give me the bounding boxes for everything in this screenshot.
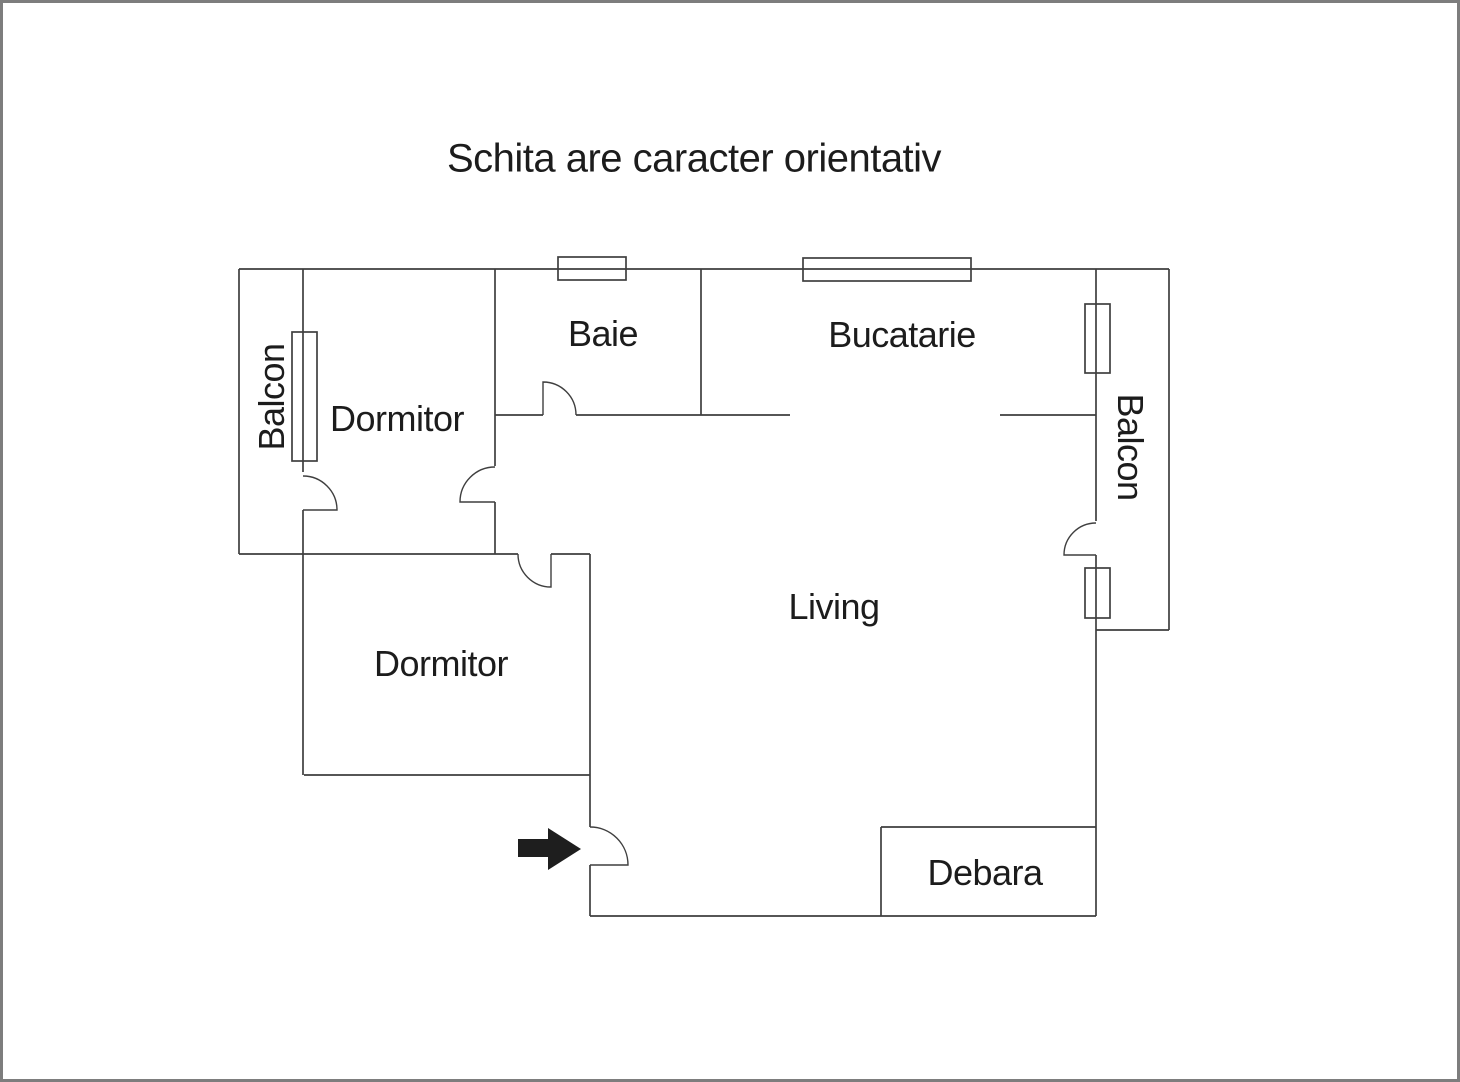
window-bucatarie [802,257,972,282]
room-label-living: Living [788,586,880,627]
walls-path [238,268,1170,917]
room-label-dormitor-top: Dormitor [329,398,465,439]
window-balcon-right-lower [1084,567,1111,619]
door-balcon-left [302,475,338,511]
plan-title: Schita are caracter orientativ [446,136,942,181]
floor-plan-svg [238,256,1170,917]
window-baie [557,256,627,281]
door-baie [542,381,577,416]
room-label-debara: Debara [927,852,1043,893]
door-balcon-right [1063,522,1097,556]
door-entrance [589,826,629,866]
door-dormitor-bottom [517,553,552,588]
entrance-arrow-icon [518,828,581,870]
door-dormitor-top [459,466,496,503]
room-label-dormitor-bottom: Dormitor [373,643,509,684]
room-label-bucatarie: Bucatarie [828,314,976,355]
room-label-balcon-right: Balcon [1110,393,1151,501]
room-label-balcon-left: Balcon [251,343,292,451]
window-balcon-left [291,331,318,462]
window-balcon-right-upper [1084,303,1111,374]
room-label-baie: Baie [567,313,639,354]
